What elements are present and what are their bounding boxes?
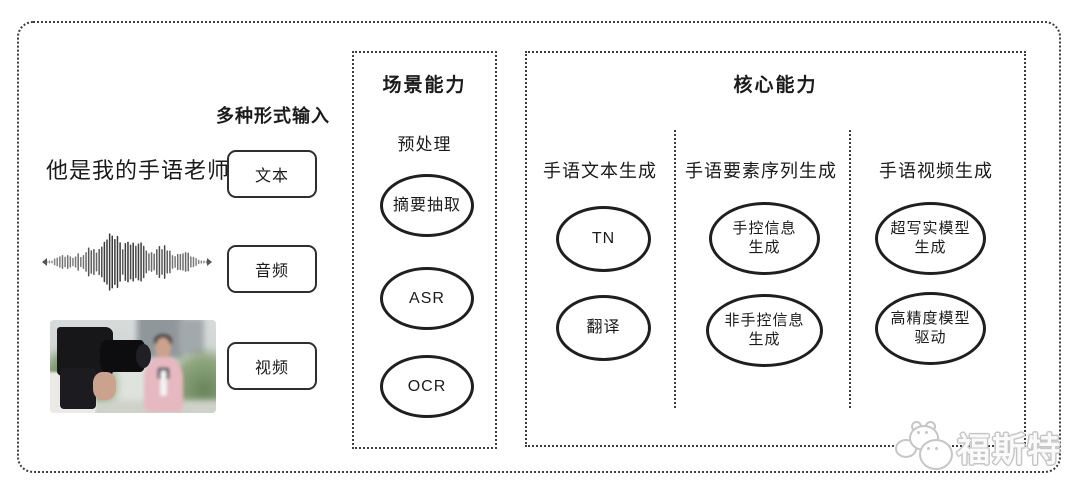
input-type-label: 视频 <box>254 360 289 377</box>
node-asr: ASR <box>380 267 474 330</box>
node-ocr: OCR <box>380 355 474 418</box>
input-type-label: 音频 <box>254 263 289 280</box>
watermark: 福斯特 <box>893 421 1062 471</box>
core-box-title: 核心能力 <box>733 75 818 96</box>
node-translation: 翻译 <box>556 295 651 361</box>
outer-dotted-border <box>17 21 1061 473</box>
scene-capability-box: 场景能力 预处理 摘要抽取 ASR OCR <box>352 51 497 449</box>
node-high-precision-model-driving: 高精度模型 驱动 <box>875 292 986 365</box>
audio-waveform-icon <box>42 233 212 291</box>
watermark-text: 福斯特 <box>957 431 1062 468</box>
reporter-figure <box>140 333 190 413</box>
node-manual-info-generation: 手控信息 生成 <box>709 202 820 275</box>
node-summary-extraction: 摘要抽取 <box>380 174 474 237</box>
sample-sentence-text: 他是我的手语老师 <box>46 158 231 183</box>
input-type-text-box: 文本 <box>227 150 317 198</box>
node-hyperrealistic-model-generation: 超写实模型 生成 <box>875 202 986 275</box>
column-header-sl-video-generation: 手语视频生成 <box>879 161 993 181</box>
foster-logo-icon <box>893 421 953 471</box>
input-section-label: 多种形式输入 <box>216 106 330 126</box>
video-thumbnail <box>50 320 216 413</box>
input-type-video-box: 视频 <box>227 342 317 390</box>
column-header-sl-element-sequence-generation: 手语要素序列生成 <box>685 161 837 181</box>
scene-box-title: 场景能力 <box>382 75 467 96</box>
preprocess-label: 预处理 <box>397 135 452 154</box>
column-divider <box>849 130 851 408</box>
node-tn: TN <box>556 206 651 272</box>
core-capability-box: 核心能力 手语文本生成 手语要素序列生成 手语视频生成 TN 翻译 手控信息 生… <box>525 51 1026 447</box>
column-header-sl-text-generation: 手语文本生成 <box>543 161 657 181</box>
input-type-audio-box: 音频 <box>227 245 317 293</box>
node-non-manual-info-generation: 非手控信息 生成 <box>706 294 823 367</box>
column-divider <box>674 130 676 408</box>
input-type-label: 文本 <box>254 168 289 185</box>
